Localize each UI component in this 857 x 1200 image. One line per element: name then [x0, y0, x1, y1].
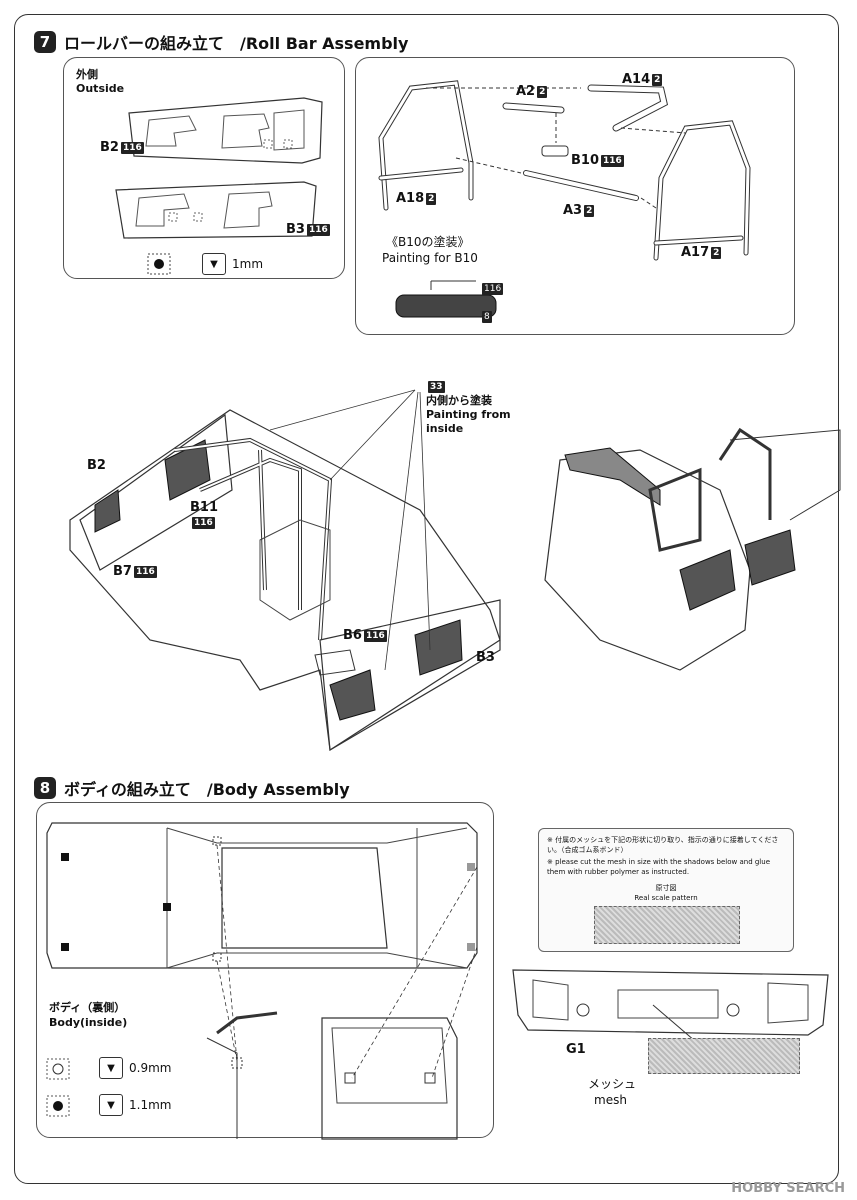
a17-text: A17	[681, 245, 710, 260]
asm-b7-badge: 116	[133, 565, 157, 578]
b10-text: B10	[571, 153, 599, 168]
side-panels-drawing	[115, 97, 323, 275]
b3-color-badge: 116	[306, 223, 330, 236]
outside-jp-label: 外側	[76, 68, 98, 81]
scale-en: Real scale pattern	[634, 894, 698, 902]
step8-title: ボディの組み立て /Body Assembly	[64, 780, 350, 799]
body-inside-jp: ボディ（裏側）	[49, 1001, 126, 1014]
a14-text: A14	[622, 72, 651, 87]
drill-0-9mm: ▼ 0.9mm	[99, 1057, 171, 1079]
asm-b11-badge: 116	[192, 516, 215, 529]
inside-en-2: inside	[426, 422, 464, 435]
inside-jp-label: 内側から塗装	[426, 394, 492, 407]
mesh-jp-label: メッシュ	[588, 1077, 637, 1091]
b10-badge: 116	[601, 154, 624, 167]
step8-header: 8 ボディの組み立て /Body Assembly	[34, 776, 350, 800]
roll-bar-drawing	[378, 80, 751, 318]
a18-badge: 2	[426, 192, 437, 205]
drill-bit-icon: ▼	[202, 253, 226, 275]
mesh-piece	[648, 1038, 800, 1074]
g1-label: G1	[566, 1042, 586, 1057]
step7-number: 7	[34, 31, 56, 53]
a18-text: A18	[396, 191, 425, 206]
drill-1-1-size: 1.1mm	[129, 1098, 172, 1112]
outside-en-label: Outside	[76, 82, 125, 95]
mesh-note-jp: ※ 付属のメッシュを下記の形状に切り取り、指示の通りに接着してください。（合成ゴ…	[547, 836, 779, 854]
a2-badge: 2	[537, 85, 548, 98]
drill-1mm: ▼ 1mm	[202, 253, 263, 275]
b2-color-badge: 116	[120, 141, 144, 154]
b10-paint-jp: 《B10の塗装》	[386, 235, 470, 249]
mesh-note-en: ※ please cut the mesh in size with the s…	[547, 858, 770, 876]
drill-bit-icon-small: ▼	[99, 1057, 123, 1079]
drill-1-1mm: ▼ 1.1mm	[99, 1094, 171, 1116]
color-8-badge: 8	[482, 311, 492, 323]
color-116-badge: 116	[482, 283, 504, 295]
inside-en-1: Painting from	[426, 408, 511, 421]
drill-bit-icon-large: ▼	[99, 1094, 123, 1116]
step7-header: 7 ロールバーの組み立て /Roll Bar Assembly	[34, 30, 408, 54]
a2-text: A2	[516, 84, 536, 99]
mesh-en-label: mesh	[594, 1093, 627, 1107]
instruction-sheet	[14, 14, 839, 1184]
asm-b11-text: B11	[190, 500, 218, 515]
asm-b2-label: B2	[87, 458, 106, 473]
watermark: HOBBY SEARCH	[731, 1181, 845, 1196]
b10-paint-en: Painting for B10	[382, 251, 478, 265]
scale-jp: 原寸図	[655, 884, 677, 892]
asm-b7-text: B7	[113, 564, 132, 579]
asm-b6-badge: 116	[363, 629, 387, 642]
color-33-badge: 33	[428, 381, 445, 393]
color-33-label: 33	[426, 380, 445, 394]
a14-badge: 2	[652, 73, 663, 86]
a3-badge: 2	[584, 204, 595, 217]
step8-number: 8	[34, 777, 56, 799]
asm-b3-label: B3	[476, 650, 495, 665]
drill-size: 1mm	[232, 257, 264, 271]
b3-text: B3	[286, 222, 305, 237]
drill-0-9-size: 0.9mm	[129, 1061, 172, 1075]
asm-b6-text: B6	[343, 628, 362, 643]
mesh-pattern	[594, 906, 740, 944]
roll-bar-assembly-drawing	[69, 389, 841, 752]
a17-badge: 2	[711, 246, 722, 259]
body-inside-en: Body(inside)	[49, 1016, 128, 1029]
b2-text: B2	[100, 140, 119, 155]
body-assembly-panel: ボディ（裏側） Body(inside) ▼ 0.9mm ▼ 1.1mm	[36, 802, 494, 1140]
a3-text: A3	[563, 203, 583, 218]
step7-title: ロールバーの組み立て /Roll Bar Assembly	[64, 34, 409, 53]
body-inside-drawing	[46, 822, 478, 1140]
